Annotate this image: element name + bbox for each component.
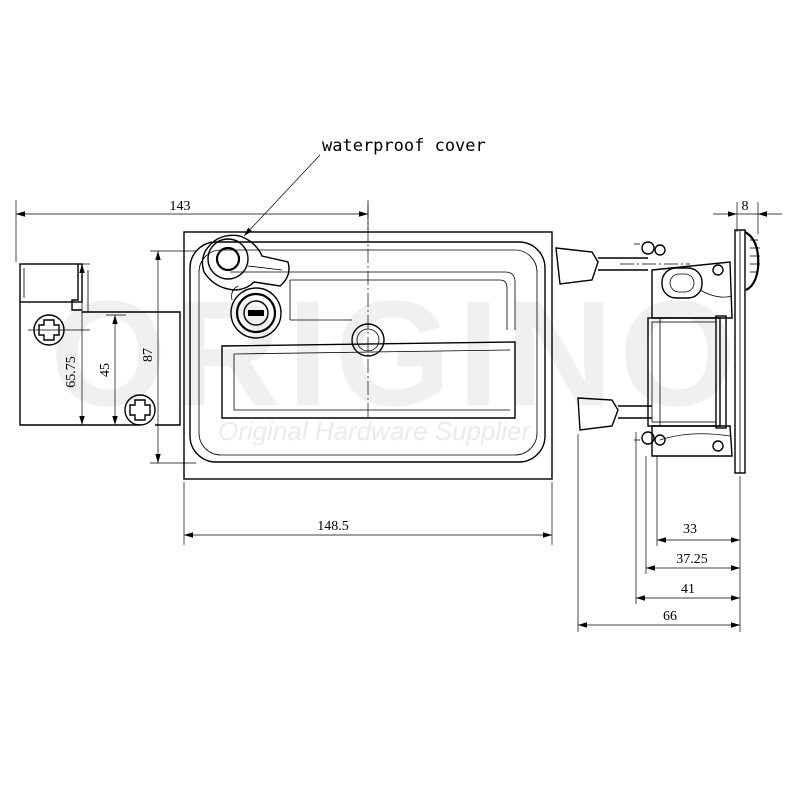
watermark-tagline: Original Hardware Supplier: [218, 416, 531, 446]
dim-depth-66: 66: [663, 609, 677, 624]
dim-height-87: 87: [141, 348, 156, 362]
screw-icon: [33, 314, 65, 346]
watermark-brand: ORIGINO: [50, 269, 742, 437]
dim-plate-width: 148.5: [317, 519, 349, 534]
screw-icon: [124, 394, 156, 426]
dim-overall-width: 143: [170, 199, 191, 214]
dim-height-45: 45: [98, 363, 113, 377]
front-view: [19, 205, 553, 480]
callout-waterproof-cover: waterproof cover: [322, 136, 486, 156]
dim-depth-8: 8: [742, 199, 749, 214]
dim-depth-37-25: 37.25: [676, 552, 708, 567]
waterproof-cover: [201, 234, 290, 291]
key-cylinder: [230, 285, 282, 339]
dimension-lines: [15, 154, 782, 632]
side-view: [555, 229, 760, 474]
dim-depth-33: 33: [683, 522, 697, 537]
dim-depth-41: 41: [681, 582, 695, 597]
dim-height-65-75: 65.75: [64, 356, 79, 388]
